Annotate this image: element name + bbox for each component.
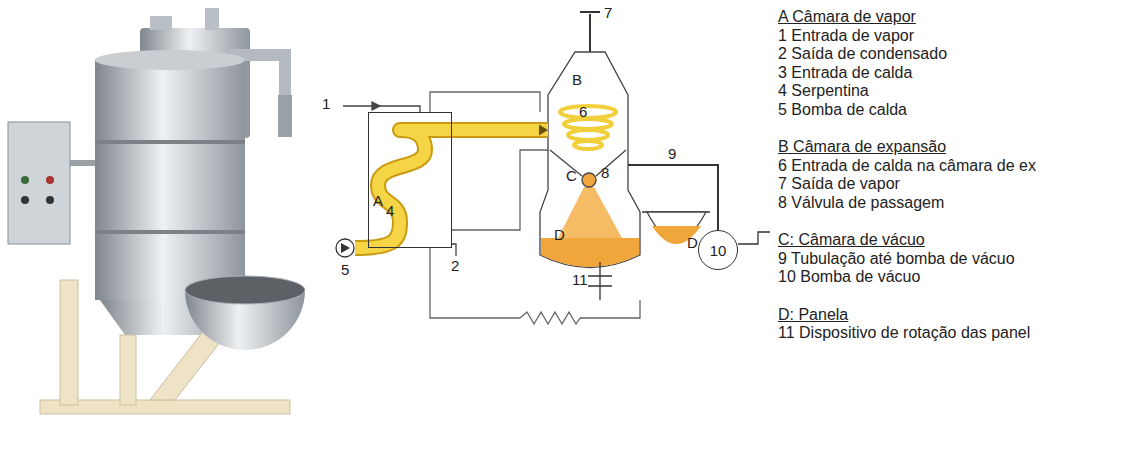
pump-symbol xyxy=(341,243,350,253)
chamber-letter: D xyxy=(554,227,565,242)
coil-turn xyxy=(564,119,612,129)
button xyxy=(46,176,54,184)
callout-number: 6 xyxy=(579,104,587,119)
control-box xyxy=(8,122,70,244)
cylinder-top xyxy=(95,50,245,70)
top-fitting xyxy=(150,16,172,30)
coil-turn xyxy=(560,106,616,118)
cooking-pan: D xyxy=(540,205,640,262)
pipe-line xyxy=(628,165,718,230)
leg xyxy=(120,335,136,405)
vacuum-pipe xyxy=(628,165,718,230)
pipe-line xyxy=(452,124,548,136)
arrow-head xyxy=(539,125,548,136)
conduit xyxy=(70,160,95,166)
vacuum-chamber: C xyxy=(556,160,628,200)
steam-outlet-stem xyxy=(580,12,600,52)
callout-number: 9 xyxy=(668,146,676,161)
flow-arrow xyxy=(372,102,380,110)
callout-number: 4 xyxy=(386,203,394,218)
legend-item: 9 Tubulação até bomba de vácuo xyxy=(778,251,1015,267)
candy-liquid xyxy=(541,238,639,267)
callout-number: 1 xyxy=(322,96,330,111)
button xyxy=(21,176,29,184)
callout-number: 8 xyxy=(601,165,609,180)
main-cylinder xyxy=(95,60,245,300)
leg xyxy=(60,280,78,405)
vacuum-pump: 10 xyxy=(698,230,738,270)
chamber-letter: A xyxy=(373,193,383,208)
coil-turn xyxy=(574,141,602,149)
legend-item: 4 Serpentina xyxy=(778,83,869,99)
chamber-letter: B xyxy=(572,72,582,87)
legend-item: 10 Bomba de vácuo xyxy=(778,269,920,285)
legend-item: 3 Entrada de calda xyxy=(778,65,912,81)
legend-item: 5 Bomba de calda xyxy=(778,102,907,118)
button xyxy=(21,196,29,204)
section-heading: C: Câmara de vácuo xyxy=(778,232,925,248)
band xyxy=(95,140,245,144)
chamber-letter: 10 xyxy=(710,243,727,258)
funnel xyxy=(550,150,626,176)
section-heading: B Câmara de expansão xyxy=(778,139,946,155)
spring xyxy=(520,312,580,324)
callout-number: 7 xyxy=(604,5,612,20)
pump-outlet xyxy=(738,232,770,244)
syrup-pump xyxy=(336,239,354,257)
band xyxy=(95,230,245,234)
candy-stream xyxy=(558,187,622,238)
frame-line xyxy=(430,92,540,112)
bowl-rim xyxy=(185,276,305,304)
callout-number: 11 xyxy=(572,272,588,287)
steam-chamber: A xyxy=(368,112,452,248)
callout-number: 2 xyxy=(451,258,459,273)
legend-item: 8 Válvula de passagem xyxy=(778,195,944,211)
condensate-outlet-line xyxy=(452,244,456,256)
pipe-outline xyxy=(452,122,548,138)
section-heading: A Câmara de vapor xyxy=(778,9,916,25)
expansion-chamber: B xyxy=(548,58,628,108)
top-fitting xyxy=(205,8,219,30)
passage-valve xyxy=(582,173,596,187)
schematic xyxy=(336,12,770,324)
chamber-letter: C xyxy=(566,168,577,183)
chamber-letter: D xyxy=(687,235,698,250)
coil xyxy=(560,106,616,149)
legend-item: 1 Entrada de vapor xyxy=(778,28,914,44)
button xyxy=(46,196,54,204)
machine-photo xyxy=(8,8,305,414)
coil-turn xyxy=(568,130,608,140)
rotation-device xyxy=(588,262,612,300)
serpentine-outline xyxy=(355,130,452,248)
callout-number: 5 xyxy=(341,262,349,277)
syrup-pipe xyxy=(452,125,548,136)
legend-item: 6 Entrada de calda na câmara de ex xyxy=(778,158,1036,174)
serpentine xyxy=(355,130,452,248)
legend-item: 11 Dispositivo de rotação das panel xyxy=(778,325,1030,341)
frame-line xyxy=(452,150,548,230)
legend-item: 7 Saída de vapor xyxy=(778,176,900,192)
vessel-outline xyxy=(540,52,640,268)
valve xyxy=(278,95,292,137)
legend-item: 2 Saída de condensado xyxy=(778,46,947,62)
section-heading: D: Panela xyxy=(778,307,848,323)
